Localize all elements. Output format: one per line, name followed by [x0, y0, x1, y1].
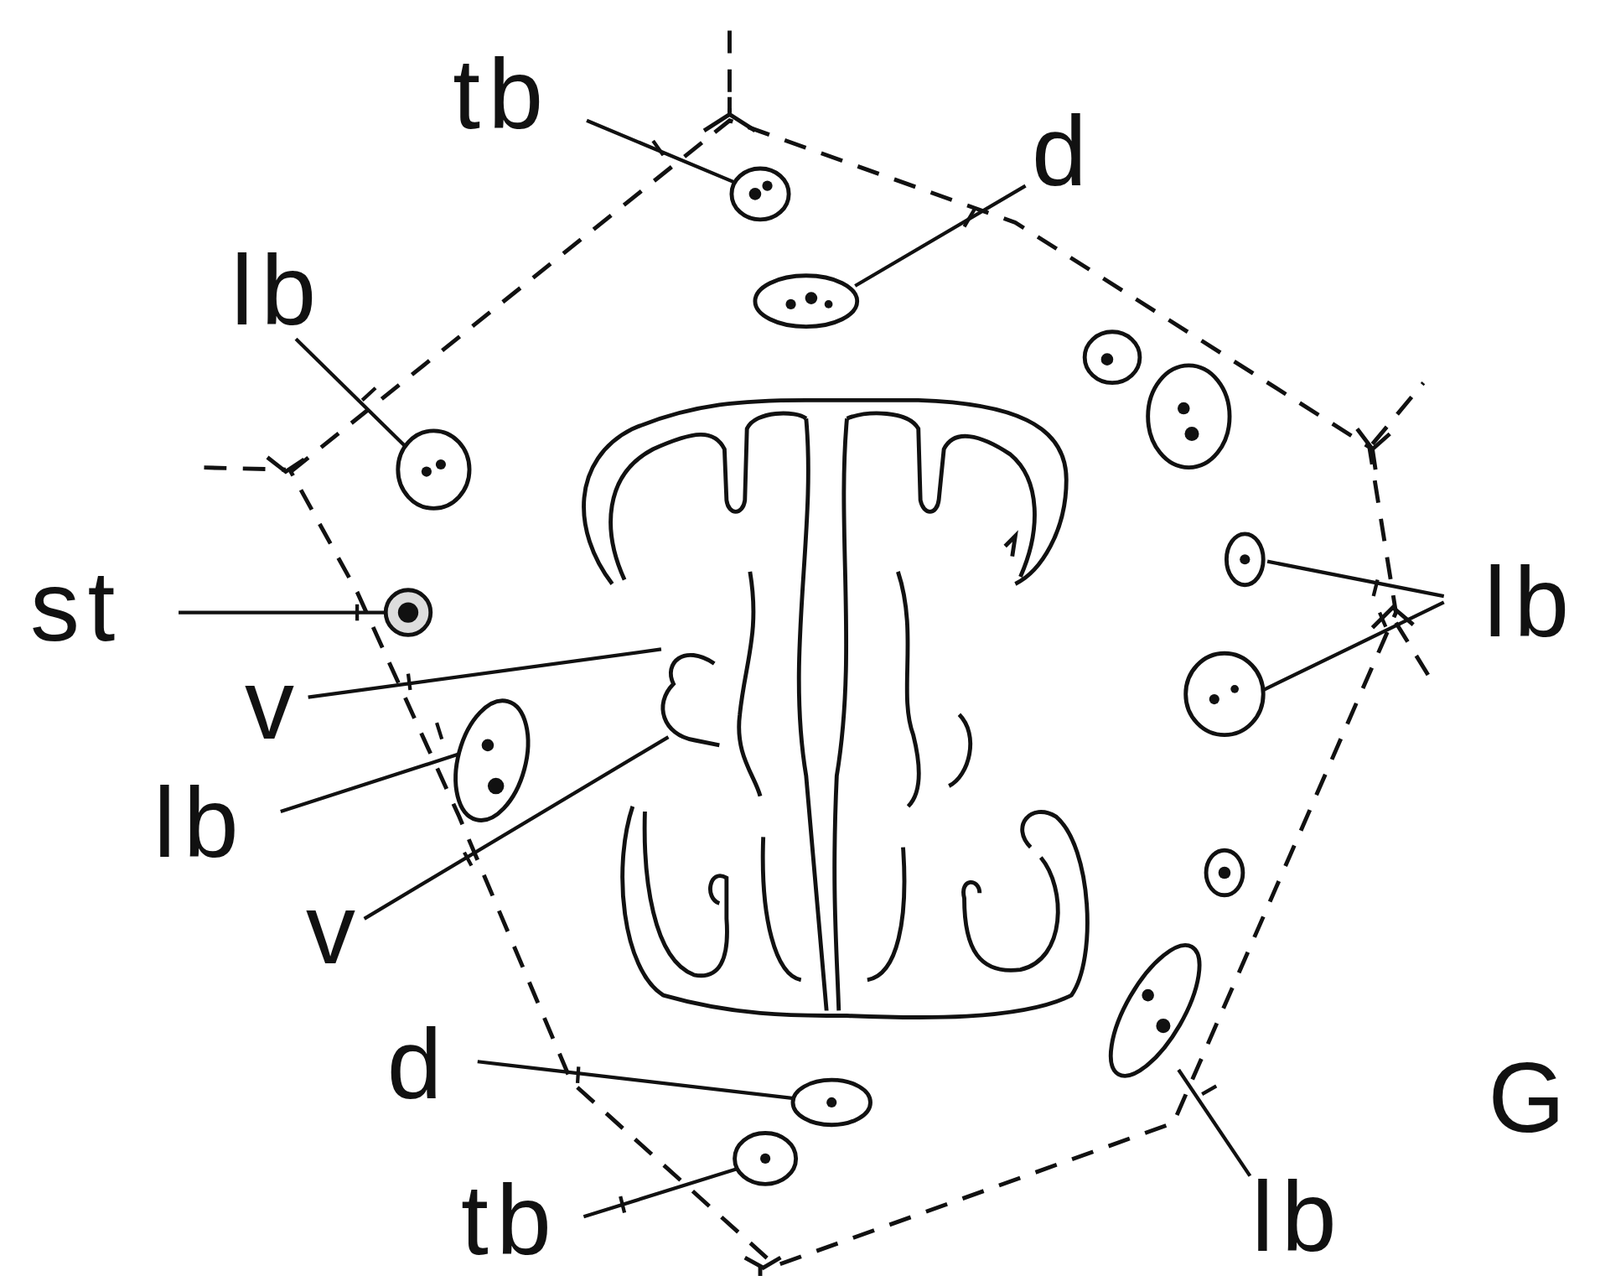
xylem-dots — [398, 181, 1251, 1164]
part-label: lb — [231, 240, 325, 340]
part-label: d — [387, 1014, 451, 1114]
leader-ticks — [357, 140, 1386, 1212]
boundary-forks — [267, 97, 1414, 1268]
vascular-bundles — [385, 168, 1264, 1184]
dashed-boundary — [203, 31, 1434, 1276]
part-label: lb — [153, 772, 247, 872]
part-label: lb — [1251, 1166, 1345, 1266]
figure-letter: G — [1488, 1047, 1574, 1147]
part-label: v — [244, 654, 302, 754]
part-label: tb — [452, 44, 551, 144]
part-label: v — [305, 879, 363, 979]
part-label: d — [1031, 101, 1095, 201]
part-label: lb — [1484, 552, 1578, 652]
part-label: tb — [460, 1170, 560, 1269]
central-stele — [584, 399, 1088, 1017]
leader-lines — [178, 120, 1445, 1217]
part-label: st — [30, 556, 124, 656]
